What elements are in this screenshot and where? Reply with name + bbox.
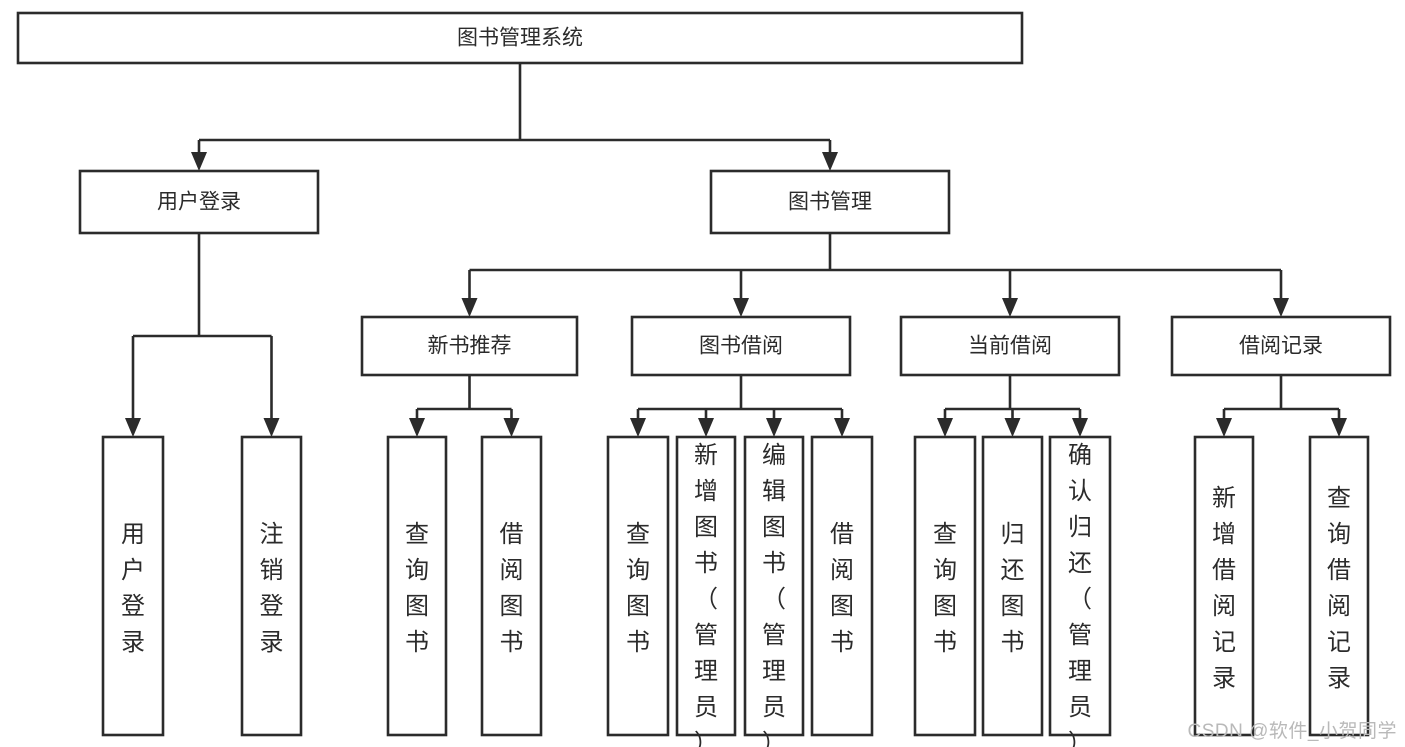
connector-root-to-user-login-arrowhead xyxy=(191,152,207,171)
node-box-recommend-borrow-book xyxy=(480,435,543,737)
node-current-query-book[interactable]: 查询图书 xyxy=(913,435,977,737)
node-borrow-query-book[interactable]: 查询图书 xyxy=(606,435,670,737)
node-record-query[interactable]: 查询借阅记录 xyxy=(1308,435,1370,737)
node-root[interactable]: 图书管理系统 xyxy=(16,11,1024,65)
node-box-borrow-add-book xyxy=(675,435,737,737)
connector-root-to-book-management-arrowhead xyxy=(822,152,838,171)
node-box-record-add xyxy=(1193,435,1255,737)
connector-user-login-to-user-login-logout-arrowhead xyxy=(263,418,280,437)
node-label-borrow-borrow-book: 借阅图书 xyxy=(830,521,854,656)
node-label-borrow-record: 借阅记录 xyxy=(1239,335,1323,358)
node-box-current-query-book xyxy=(913,435,977,737)
node-label-record-query: 查询借阅记录 xyxy=(1327,485,1351,692)
node-label-book-management: 图书管理 xyxy=(788,191,872,214)
node-box-user-login-login xyxy=(101,435,165,737)
node-book-management[interactable]: 图书管理 xyxy=(709,169,951,235)
node-label-record-add: 新增借阅记录 xyxy=(1212,485,1236,692)
connector-book-borrow-to-borrow-edit-book-arrowhead xyxy=(766,418,782,437)
node-label-borrow-edit-book: 编辑图书（管理员） xyxy=(762,442,786,747)
connector-book-borrow-to-borrow-query-book-arrowhead xyxy=(630,418,646,437)
connector-book-borrow-to-borrow-borrow-book-arrowhead xyxy=(834,418,850,437)
connector-book-management-to-current-borrow-arrowhead xyxy=(1002,298,1018,317)
node-book-borrow[interactable]: 图书借阅 xyxy=(630,315,852,377)
node-label-current-query-book: 查询图书 xyxy=(933,521,957,656)
node-box-borrow-query-book xyxy=(606,435,670,737)
node-borrow-borrow-book[interactable]: 借阅图书 xyxy=(810,435,874,737)
connector-new-book-recommend-to-recommend-borrow-book-arrowhead xyxy=(503,418,520,437)
node-new-book-recommend[interactable]: 新书推荐 xyxy=(360,315,579,377)
node-box-current-confirm-return xyxy=(1048,435,1112,737)
connector-borrow-record-to-record-add-arrowhead xyxy=(1216,418,1232,437)
node-recommend-query-book[interactable]: 查询图书 xyxy=(386,435,448,737)
node-box-recommend-query-book xyxy=(386,435,448,737)
node-borrow-edit-book[interactable]: 编辑图书（管理员） xyxy=(743,435,805,747)
node-box-record-query xyxy=(1308,435,1370,737)
node-box-current-borrow xyxy=(899,315,1121,377)
node-user-login-logout[interactable]: 注销登录 xyxy=(240,435,303,737)
node-label-user-login-login: 用户登录 xyxy=(121,521,145,656)
node-borrow-record[interactable]: 借阅记录 xyxy=(1170,315,1392,377)
connector-user-login-to-user-login-login-arrowhead xyxy=(125,418,141,437)
node-user-login[interactable]: 用户登录 xyxy=(78,169,320,235)
node-box-root xyxy=(16,11,1024,65)
node-box-new-book-recommend xyxy=(360,315,579,377)
node-label-recommend-borrow-book: 借阅图书 xyxy=(500,521,524,656)
node-label-current-confirm-return: 确认归还（管理员） xyxy=(1068,442,1092,747)
connector-new-book-recommend-to-recommend-query-book-arrowhead xyxy=(409,418,425,437)
connector-book-management-to-new-book-recommend-arrowhead xyxy=(461,298,478,317)
node-borrow-add-book[interactable]: 新增图书（管理员） xyxy=(675,435,737,747)
node-record-add[interactable]: 新增借阅记录 xyxy=(1193,435,1255,737)
connector-book-management-to-book-borrow-arrowhead xyxy=(733,298,749,317)
connector-book-borrow-to-borrow-add-book-arrowhead xyxy=(698,418,714,437)
node-label-borrow-query-book: 查询图书 xyxy=(626,521,650,656)
node-label-current-borrow: 当前借阅 xyxy=(968,335,1052,358)
node-label-user-login-logout: 注销登录 xyxy=(260,521,284,656)
node-label-book-borrow: 图书借阅 xyxy=(699,335,783,358)
node-current-confirm-return[interactable]: 确认归还（管理员） xyxy=(1048,435,1112,747)
node-user-login-login[interactable]: 用户登录 xyxy=(101,435,165,737)
node-box-borrow-edit-book xyxy=(743,435,805,737)
node-label-current-return-book: 归还图书 xyxy=(1001,521,1025,656)
connector-borrow-record-to-record-query-arrowhead xyxy=(1331,418,1347,437)
node-label-new-book-recommend: 新书推荐 xyxy=(428,335,512,358)
connector-current-borrow-to-current-query-book-arrowhead xyxy=(937,418,953,437)
watermark-text: CSDN @软件_小贺同学 xyxy=(1187,721,1397,742)
node-label-borrow-add-book: 新增图书（管理员） xyxy=(694,442,718,747)
connector-current-borrow-to-current-confirm-return-arrowhead xyxy=(1072,418,1088,437)
connector-current-borrow-to-current-return-book-arrowhead xyxy=(1004,418,1021,437)
node-box-borrow-borrow-book xyxy=(810,435,874,737)
node-recommend-borrow-book[interactable]: 借阅图书 xyxy=(480,435,543,737)
node-current-borrow[interactable]: 当前借阅 xyxy=(899,315,1121,377)
node-label-recommend-query-book: 查询图书 xyxy=(405,521,429,656)
node-label-root: 图书管理系统 xyxy=(457,27,583,50)
node-current-return-book[interactable]: 归还图书 xyxy=(981,435,1044,737)
node-label-user-login: 用户登录 xyxy=(157,191,241,214)
node-box-user-login-logout xyxy=(240,435,303,737)
node-box-current-return-book xyxy=(981,435,1044,737)
connector-book-management-to-borrow-record-arrowhead xyxy=(1273,298,1289,317)
